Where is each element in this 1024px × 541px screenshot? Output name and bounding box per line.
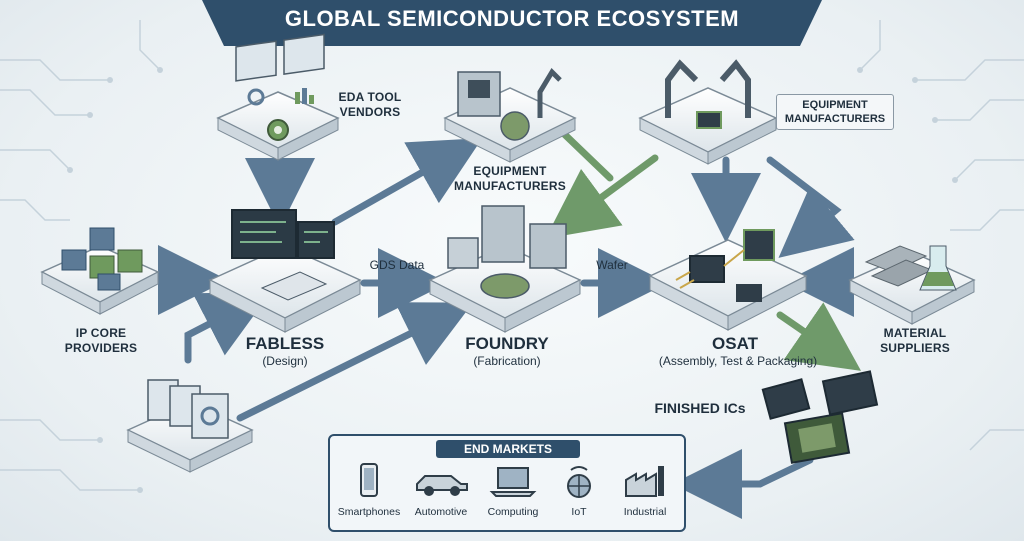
end-markets-panel: END MARKETS Smartphones Automotive Compu… xyxy=(328,434,686,532)
market-iot: IoT xyxy=(544,462,614,518)
car-icon xyxy=(416,475,468,496)
equipment-mid-label: EQUIPMENT MANUFACTURERS xyxy=(454,164,566,193)
smartphone-icon xyxy=(360,463,378,497)
end-markets-title: END MARKETS xyxy=(436,440,580,458)
equipment-top-callout: EQUIPMENT MANUFACTURERS xyxy=(776,94,894,130)
arrow-tools-to-foundry xyxy=(236,302,474,422)
title-banner-shape xyxy=(202,0,822,46)
foundry-sub-label: (Fabrication) xyxy=(473,354,541,368)
ip-core-platform xyxy=(40,227,160,315)
finished-ics-artwork xyxy=(761,370,879,464)
wafer-label: Wafer xyxy=(596,258,628,272)
iot-icon xyxy=(567,466,591,498)
circuit-dots xyxy=(67,67,958,493)
circuit-traces xyxy=(0,20,1024,491)
foundry-label: FOUNDRY xyxy=(465,334,549,353)
arrow-finished-to-markets xyxy=(672,449,814,519)
arrow-tools-to-fabless xyxy=(184,292,271,364)
market-label: Smartphones xyxy=(337,506,401,518)
foundry-platform xyxy=(428,205,582,333)
material-platform xyxy=(848,245,976,325)
fabless-label: FABLESS xyxy=(245,334,325,353)
fabless-sub-label: (Design) xyxy=(262,354,308,368)
market-label: Computing xyxy=(487,506,539,518)
arrow-eqmid-to-osat xyxy=(556,126,614,182)
market-label: Automotive xyxy=(414,506,468,518)
arrow-osat-to-finished xyxy=(776,302,862,371)
flow-arrows xyxy=(146,126,862,519)
page-title: GLOBAL SEMICONDUCTOR ECOSYSTEM xyxy=(284,6,740,31)
arrow-equipment-to-foundry xyxy=(545,154,659,239)
gds-data-label: GDS Data xyxy=(369,258,425,272)
fabless-platform xyxy=(208,209,362,333)
market-label: Industrial xyxy=(623,506,667,518)
osat-sub-label: (Assembly, Test & Packaging) xyxy=(658,354,818,368)
material-label: MATERIAL SUPPLIERS xyxy=(880,326,950,355)
ip-core-label: IP CORE PROVIDERS xyxy=(64,326,138,355)
market-automotive: Automotive xyxy=(406,462,476,518)
market-industrial: Industrial xyxy=(610,462,680,518)
equipment-mid-platform xyxy=(443,67,577,163)
laptop-icon xyxy=(489,467,537,497)
market-computing: Computing xyxy=(478,462,548,518)
factory-icon xyxy=(625,466,664,497)
finished-ics-label: FINISHED ICs xyxy=(654,400,746,416)
osat-label: OSAT xyxy=(712,334,758,353)
design-tools-platform xyxy=(126,379,254,473)
market-label: IoT xyxy=(571,506,587,518)
arrow-eqtop-to-osat-b xyxy=(766,156,855,258)
osat-platform xyxy=(648,229,808,331)
eda-platform xyxy=(216,33,340,161)
equipment-top-platform xyxy=(638,59,778,165)
eda-label: EDA TOOL VENDORS xyxy=(338,90,402,119)
arrow-fabless-to-equipment xyxy=(331,138,483,226)
market-smartphones: Smartphones xyxy=(334,462,404,518)
